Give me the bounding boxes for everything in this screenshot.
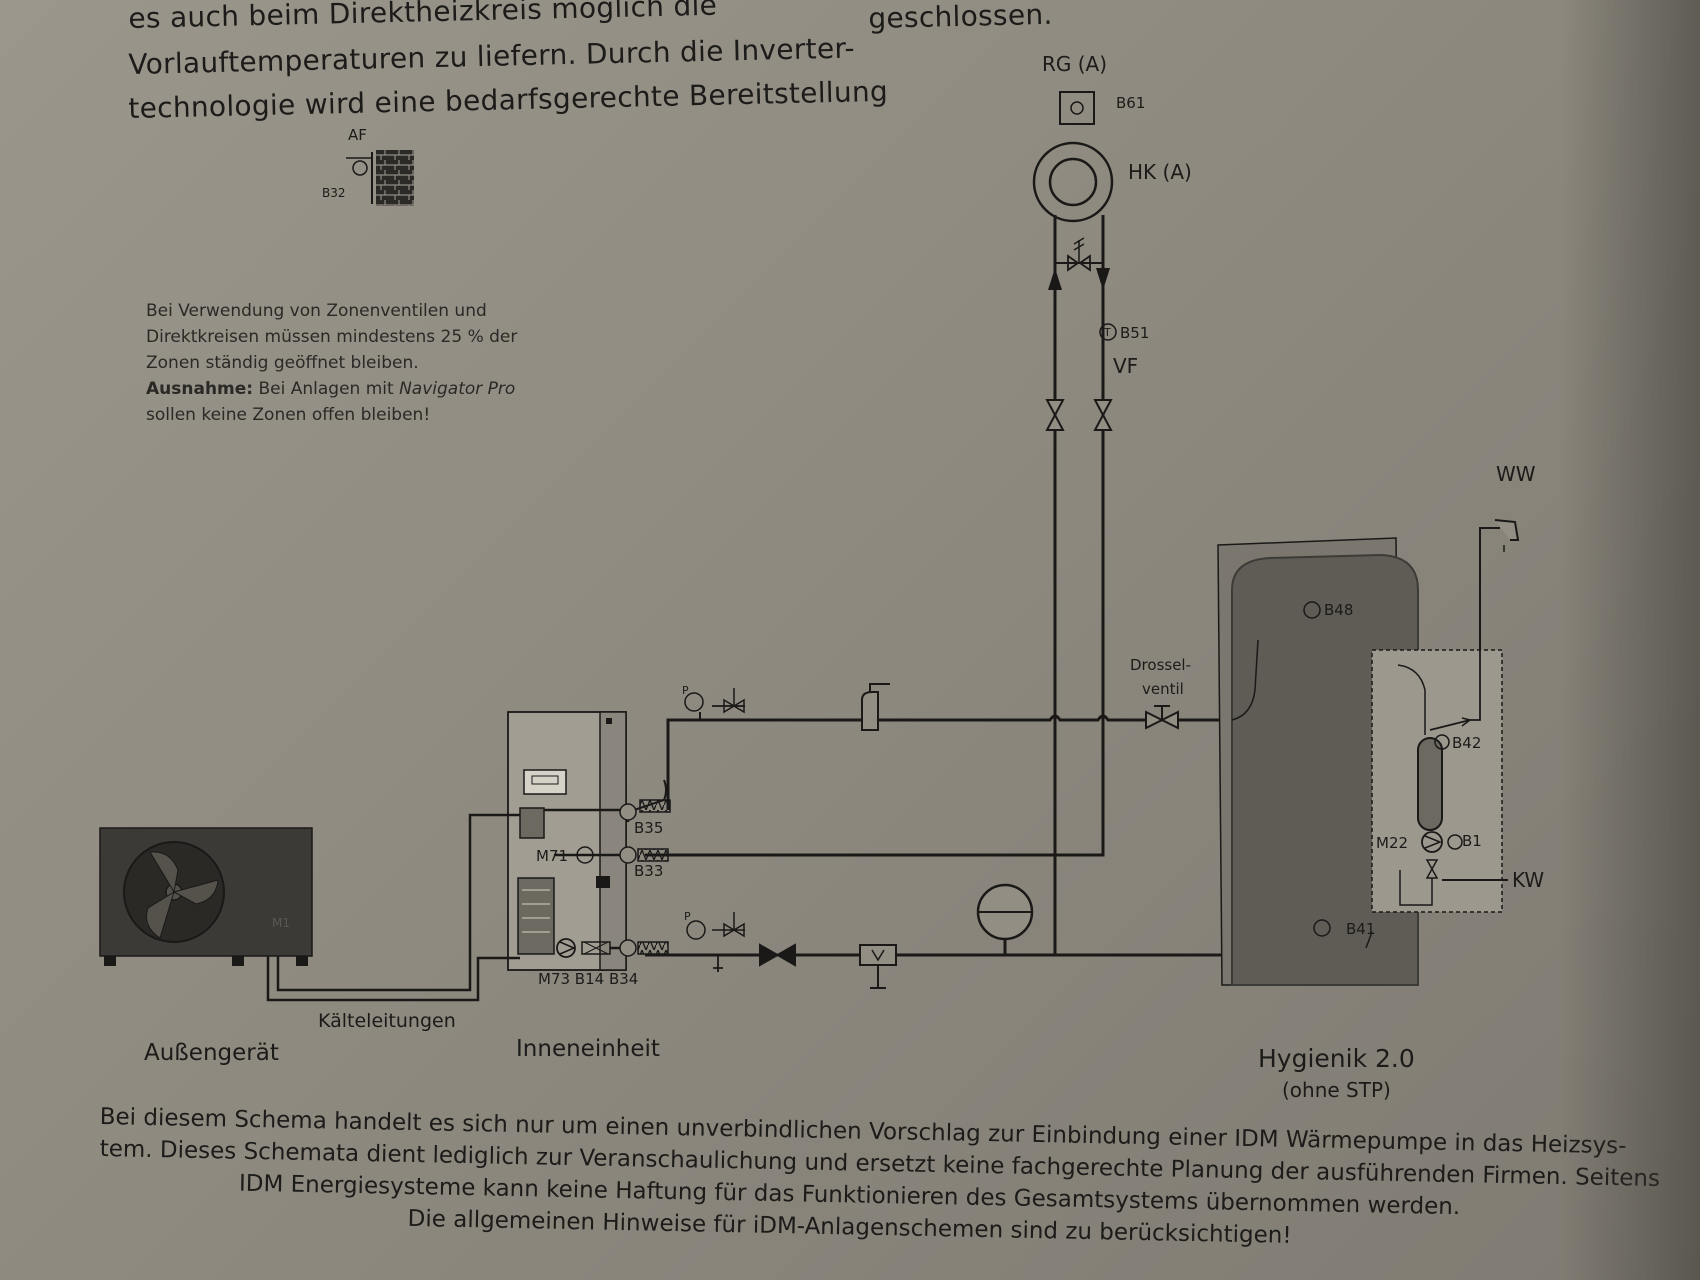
zone-valve-note: Bei Verwendung von Zonenventilen und Dir… xyxy=(146,298,517,428)
label-ohne-stp: (ohne STP) xyxy=(1282,1078,1391,1102)
label-m22: M22 xyxy=(1376,834,1409,852)
note-exception-text: Bei Anlagen mit xyxy=(258,379,394,399)
label-t-b51: T xyxy=(1104,326,1111,339)
label-bottom-codes: M73 B14 B34 xyxy=(538,970,639,988)
note-line-2: Direktkreisen müssen mindestens 25 % der xyxy=(146,327,518,347)
label-b61: B61 xyxy=(1116,94,1146,112)
label-inneneinheit: Inneneinheit xyxy=(516,1036,660,1062)
label-b35: B35 xyxy=(634,819,664,837)
label-vf: VF xyxy=(1113,354,1139,378)
outdoor-sensor-af xyxy=(346,150,414,206)
note-line-4: Ausnahme: Bei Anlagen mit Navigator Pro xyxy=(146,376,517,402)
label-drossel-2: ventil xyxy=(1142,680,1184,698)
label-b41: B41 xyxy=(1346,920,1376,938)
label-b33: B33 xyxy=(634,862,664,880)
note-exception-label: Ausnahme: xyxy=(146,379,254,399)
outdoor-unit xyxy=(99,827,313,966)
label-b51: B51 xyxy=(1120,324,1150,342)
label-m71: M71 xyxy=(536,847,569,865)
indoor-unit xyxy=(507,711,627,971)
label-hygienik: Hygienik 2.0 xyxy=(1258,1044,1415,1073)
label-rg: RG (A) xyxy=(1042,52,1108,76)
label-p-top: P xyxy=(682,684,689,697)
heating-circuit-hk xyxy=(1032,141,1114,223)
label-af: AF xyxy=(348,126,367,144)
label-aussengeraet: Außengerät xyxy=(144,1040,279,1066)
supply-line xyxy=(645,215,1105,857)
note-line-1: Bei Verwendung von Zonenventilen und xyxy=(146,301,487,321)
label-b42: B42 xyxy=(1452,734,1482,752)
label-b32: B32 xyxy=(322,186,346,200)
note-line-3: Zonen ständig geöffnet bleiben. xyxy=(146,353,419,373)
label-kw: KW xyxy=(1512,868,1545,892)
note-line-5: sollen keine Zonen offen bleiben! xyxy=(146,405,431,425)
label-p-bottom: P xyxy=(684,910,691,923)
label-hk: HK (A) xyxy=(1128,160,1192,184)
label-ww: WW xyxy=(1496,462,1536,486)
label-kaelteleitungen: Kälteleitungen xyxy=(318,1010,456,1032)
label-b48: B48 xyxy=(1324,601,1354,619)
room-sensor-b61 xyxy=(1059,91,1095,125)
label-m1: M1 xyxy=(272,916,290,930)
note-exception-brand: Navigator Pro xyxy=(399,379,516,399)
fresh-water-module xyxy=(1371,649,1508,913)
label-b1: B1 xyxy=(1462,832,1482,850)
label-drossel-1: Drossel- xyxy=(1130,656,1192,674)
